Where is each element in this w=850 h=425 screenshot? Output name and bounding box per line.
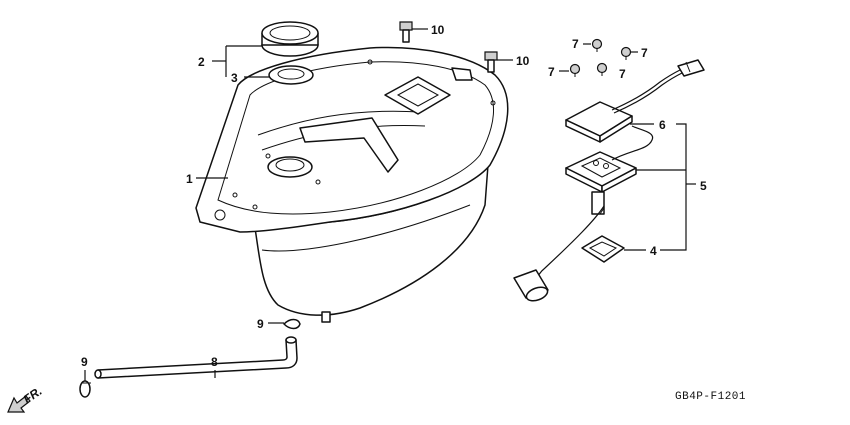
filler-cap [261, 21, 319, 57]
fuel-unit-gasket [581, 235, 625, 263]
fuel-tank [195, 46, 509, 323]
bolt-10-lower [484, 51, 498, 73]
screw-7-c [569, 63, 581, 77]
callout-3: 3 [231, 71, 238, 85]
fuel-unit-cover [565, 59, 705, 143]
screw-7-d [596, 62, 608, 76]
callout-8: 8 [211, 355, 218, 369]
leader-lines [84, 28, 696, 381]
callout-9-tube: 9 [81, 355, 88, 369]
callout-7-b: 7 [641, 46, 648, 60]
fuel-unit [513, 125, 654, 302]
callout-7-a: 7 [572, 37, 579, 51]
clip-9-tube [79, 380, 91, 398]
clip-9-tank [283, 318, 301, 330]
breather-tube [94, 336, 298, 379]
callout-10-lower: 10 [516, 54, 530, 68]
front-direction-arrow: FR. [7, 384, 45, 413]
screw-7-b [620, 46, 632, 60]
callout-4: 4 [650, 244, 657, 258]
callout-2: 2 [198, 55, 205, 69]
bolt-10-upper [399, 21, 413, 43]
callout-10-upper: 10 [431, 23, 445, 37]
callout-5: 5 [700, 179, 707, 193]
callout-9-tank: 9 [257, 317, 264, 331]
callout-6: 6 [659, 118, 666, 132]
callout-7-d: 7 [619, 67, 626, 81]
callout-1: 1 [186, 172, 193, 186]
diagram-code: GB4P-F1201 [675, 391, 746, 403]
callout-7-c: 7 [548, 65, 555, 79]
cap-gasket [268, 65, 314, 85]
screw-7-a [591, 38, 603, 52]
